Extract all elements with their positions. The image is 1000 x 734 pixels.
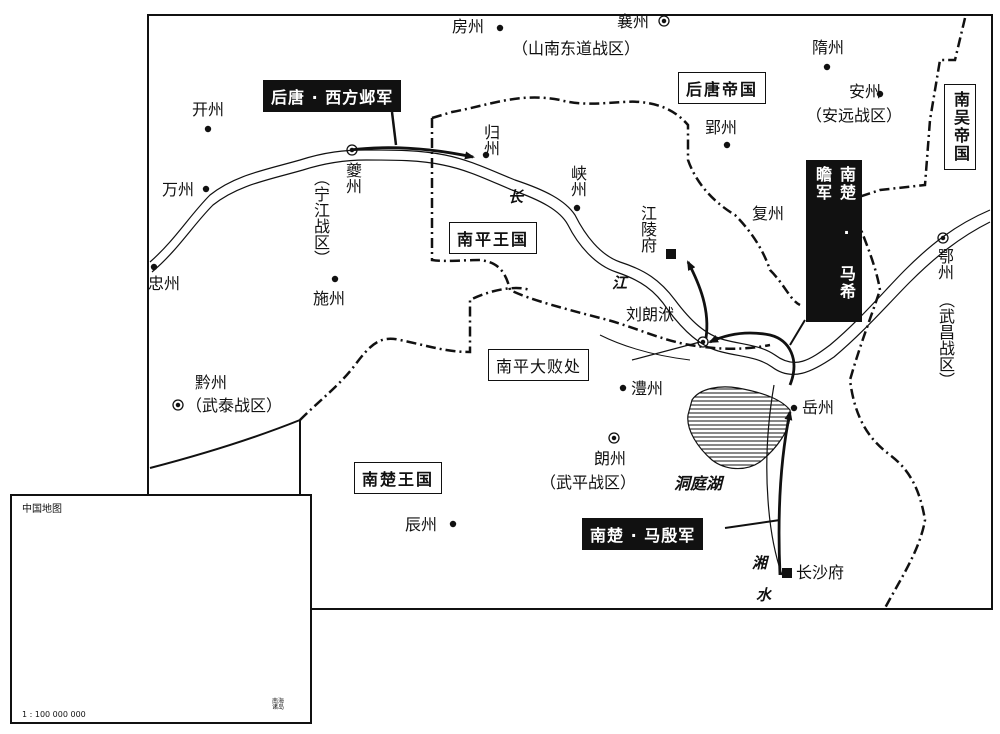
chu-ma-xizhan-route bbox=[708, 331, 796, 386]
label-liulangfu: 刘朗洑 bbox=[626, 305, 675, 324]
southern-wu-border bbox=[848, 17, 967, 609]
later-tang-label-leader bbox=[390, 111, 398, 146]
later-tang-border bbox=[431, 96, 801, 307]
label-kaizhou: 开州 bbox=[192, 100, 225, 119]
nanping-border bbox=[430, 118, 771, 350]
label-suizhou: 隋州 bbox=[812, 38, 845, 57]
later-tang-route bbox=[349, 146, 475, 160]
city-dots bbox=[150, 24, 884, 528]
label-kuizhou-note: （宁江战区） bbox=[311, 170, 330, 266]
chu-ma-yin-route bbox=[777, 410, 793, 576]
label-later-tang: 后唐帝国 bbox=[678, 72, 767, 104]
label-langzhou-note: （武平战区） bbox=[540, 473, 637, 492]
solid-boundary bbox=[149, 418, 301, 610]
inset-sea-label: 南海诸岛 bbox=[272, 698, 285, 711]
label-zhongzhou: 忠州 bbox=[148, 274, 181, 293]
label-qianzhou: 黔州 bbox=[195, 373, 228, 392]
inset-scale: 1 : 100 000 000 bbox=[22, 710, 86, 719]
label-yuezhou: 岳州 bbox=[802, 398, 835, 417]
ma-xizhan-leader bbox=[789, 319, 806, 346]
label-chenzhou: 辰州 bbox=[405, 515, 438, 534]
label-yingzhou: 郢州 bbox=[705, 118, 738, 137]
label-river-xiang: 湘 bbox=[752, 554, 768, 572]
changsha-square bbox=[782, 568, 792, 578]
label-chu-ma-xizhan-army: 南楚 · 马希瞻军 bbox=[806, 160, 862, 322]
label-defeat-site: 南平大败处 bbox=[488, 349, 590, 381]
seat-markers bbox=[172, 15, 949, 444]
southern-chu-border bbox=[299, 286, 531, 421]
label-guizhou: 归州 bbox=[481, 124, 500, 156]
label-southern-chu: 南楚王国 bbox=[354, 462, 443, 494]
yangtze-river bbox=[149, 149, 991, 376]
defeat-leader bbox=[631, 341, 701, 361]
label-nanping: 南平王国 bbox=[449, 222, 538, 254]
label-shizhou: 施州 bbox=[313, 289, 346, 308]
label-later-tang-army: 后唐 · 西方邺军 bbox=[263, 80, 402, 112]
label-ezhou: 鄂州 bbox=[935, 248, 954, 280]
label-langzhou: 朗州 bbox=[594, 449, 627, 468]
label-river-shui: 水 bbox=[756, 586, 772, 604]
label-dongting-lake: 洞庭湖 bbox=[674, 474, 723, 493]
label-xiangzhou-note: （山南东道战区） bbox=[512, 39, 641, 58]
label-southern-wu: 南吴帝国 bbox=[944, 84, 976, 170]
label-qianzhou-note: （武泰战区） bbox=[186, 396, 283, 415]
label-changsha: 长沙府 bbox=[796, 563, 845, 582]
label-anzhou-note: （安远战区） bbox=[806, 106, 903, 125]
label-fuzhou: 复州 bbox=[752, 204, 785, 223]
inset-map-frame bbox=[10, 494, 312, 724]
nanping-retreat-route bbox=[686, 260, 709, 339]
label-xiazhou: 峡州 bbox=[568, 165, 587, 197]
chu-ma-yin-leader bbox=[724, 519, 781, 529]
label-xiangzhou: 襄州 bbox=[617, 12, 650, 31]
label-kuizhou: 夔州 bbox=[343, 162, 362, 194]
label-lizhou: 澧州 bbox=[631, 379, 664, 398]
label-river-jiang: 江 bbox=[612, 274, 628, 292]
label-river-chang: 长 bbox=[508, 188, 524, 206]
label-wanzhou: 万州 bbox=[162, 180, 195, 199]
label-fangzhou: 房州 bbox=[452, 17, 485, 36]
dongting-lake bbox=[687, 386, 791, 470]
jiangling-square bbox=[666, 249, 676, 259]
label-chu-ma-yin-army: 南楚 · 马殷军 bbox=[582, 518, 704, 550]
label-jiangling: 江陵府 bbox=[638, 205, 657, 253]
label-anzhou: 安州 bbox=[849, 82, 882, 101]
label-ezhou-note: （武昌战区） bbox=[936, 292, 955, 388]
yuan-river bbox=[599, 334, 691, 361]
inset-title: 中国地图 bbox=[22, 504, 62, 515]
